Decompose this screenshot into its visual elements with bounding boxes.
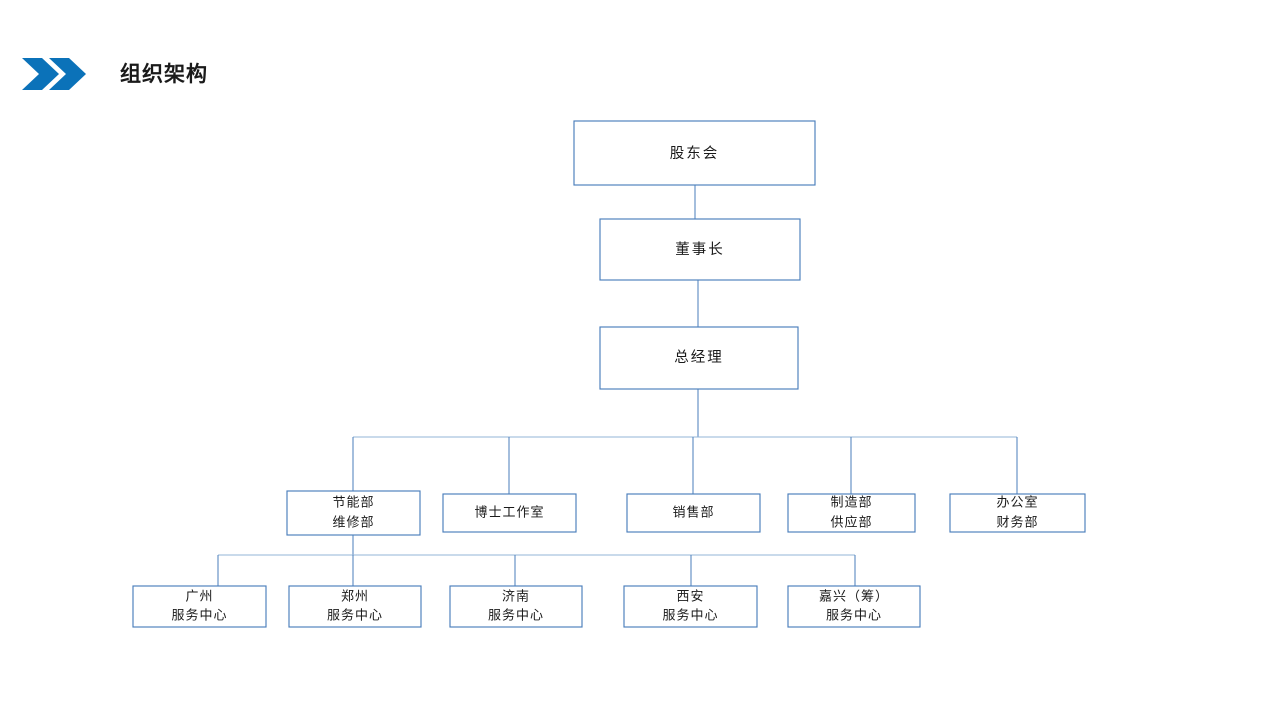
- node-dept-doctor-studio-label: 博士工作室: [474, 505, 544, 521]
- node-sc-zhengzhou-label-line1: 郑州: [341, 590, 369, 605]
- node-dept-office-label-line1: 办公室: [996, 495, 1038, 511]
- node-dept-doctor-studio-box[interactable]: [442, 493, 577, 533]
- node-dept-manufacturing-box[interactable]: [787, 493, 916, 533]
- node-sc-jiaxing-box[interactable]: [787, 585, 921, 628]
- node-general-manager-label: 总经理: [674, 349, 724, 366]
- node-sc-jinan-label-line1: 济南: [502, 589, 530, 605]
- node-dept-office-label-line2: 财务部: [996, 515, 1038, 531]
- node-sc-zhengzhou-box[interactable]: [288, 585, 422, 628]
- node-dept-doctor-studio[interactable]: 博士工作室: [442, 493, 577, 533]
- node-dept-sales-box[interactable]: [626, 493, 761, 533]
- node-sc-xian-label-line1: 西安: [676, 590, 704, 605]
- node-sc-jinan-label-line2: 服务中心: [488, 608, 544, 624]
- node-sc-jiaxing-label-line1: 嘉兴（筹）: [819, 589, 889, 605]
- node-sc-zhengzhou[interactable]: 郑州 服务中心: [288, 585, 422, 628]
- node-sc-guangzhou-label-line2: 服务中心: [171, 608, 227, 624]
- node-shareholders[interactable]: 股东会: [573, 120, 816, 186]
- node-sc-jinan-box[interactable]: [449, 585, 583, 628]
- node-dept-manufacturing-label-line1: 制造部: [830, 496, 872, 511]
- node-dept-energy-box[interactable]: [286, 490, 421, 536]
- node-chairman[interactable]: 董事长: [599, 218, 801, 281]
- node-sc-guangzhou[interactable]: 广州 服务中心: [132, 585, 267, 628]
- node-dept-office[interactable]: 办公室 财务部: [949, 493, 1086, 533]
- node-general-manager-box[interactable]: [599, 326, 799, 390]
- node-shareholders-label: 股东会: [670, 145, 720, 162]
- node-sc-jiaxing-label-line2: 服务中心: [826, 608, 882, 624]
- node-sc-guangzhou-label-line1: 广州: [185, 590, 213, 605]
- node-sc-jinan[interactable]: 济南 服务中心: [449, 585, 583, 628]
- slide-header: 组织架构: [0, 44, 1280, 104]
- node-sc-zhengzhou-label-line2: 服务中心: [327, 608, 383, 624]
- node-chairman-box[interactable]: [599, 218, 801, 281]
- node-sc-jiaxing[interactable]: 嘉兴（筹） 服务中心: [787, 585, 921, 628]
- node-dept-manufacturing-label-line2: 供应部: [830, 515, 872, 531]
- node-shareholders-box[interactable]: [573, 120, 816, 186]
- node-chairman-label: 董事长: [675, 241, 725, 258]
- node-dept-energy-label-line2: 维修部: [332, 516, 374, 531]
- node-dept-sales[interactable]: 销售部: [626, 493, 761, 533]
- node-general-manager[interactable]: 总经理: [599, 326, 799, 390]
- node-dept-energy-label-line1: 节能部: [332, 496, 374, 511]
- node-dept-sales-label: 销售部: [672, 505, 714, 521]
- node-sc-guangzhou-box[interactable]: [132, 585, 267, 628]
- double-chevron-right-icon: [22, 58, 86, 90]
- node-dept-manufacturing[interactable]: 制造部 供应部: [787, 493, 916, 533]
- node-dept-office-box[interactable]: [949, 493, 1086, 533]
- node-sc-xian[interactable]: 西安 服务中心: [623, 585, 758, 628]
- connector-group: [217, 185, 1018, 586]
- page-title: 组织架构: [120, 61, 208, 86]
- node-dept-energy[interactable]: 节能部 维修部: [286, 490, 421, 536]
- node-sc-xian-box[interactable]: [623, 585, 758, 628]
- node-sc-xian-label-line2: 服务中心: [662, 608, 718, 624]
